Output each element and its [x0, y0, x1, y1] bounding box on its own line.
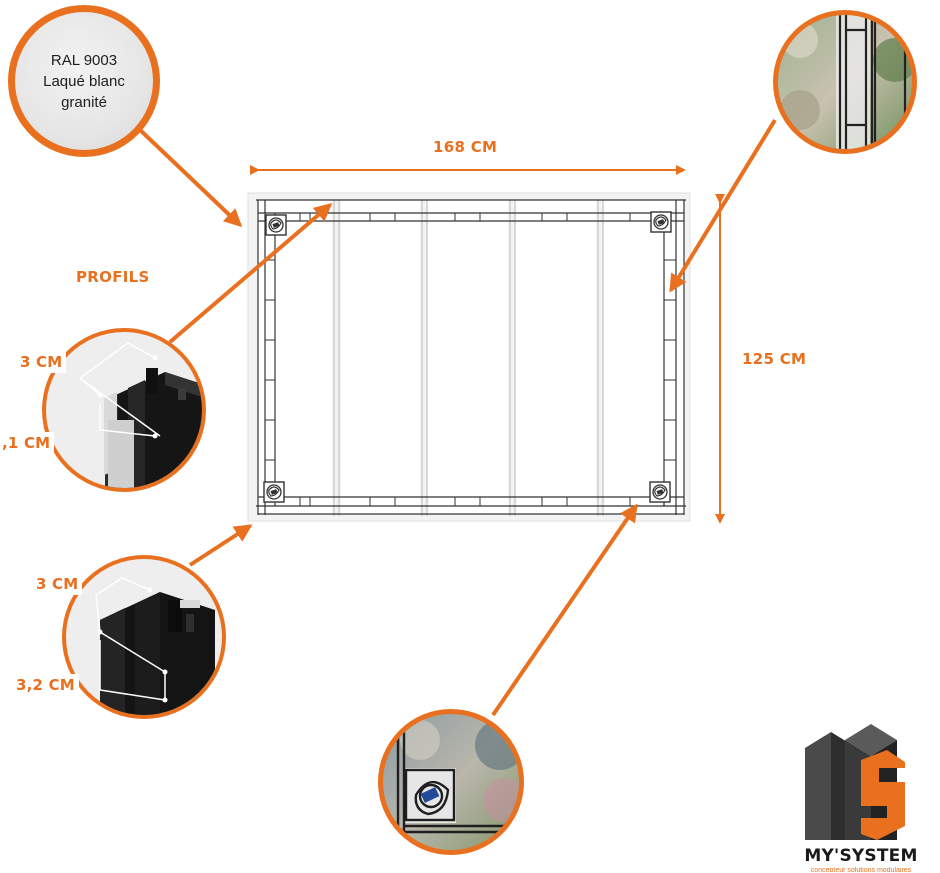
logo-blocks-icon [805, 724, 905, 840]
profile-1-height-label: ,1 CM [0, 432, 55, 454]
width-label: 168 CM [433, 138, 498, 156]
profile-2-depth-label: 3 CM [34, 573, 83, 595]
color-finish: Laqué blanc [43, 72, 125, 90]
brand-logo: MY'SYSTEM concepteur solutions modulaire… [786, 716, 936, 872]
color-code: RAL 9003 [50, 51, 118, 69]
profiles-title: PROFILS [76, 268, 150, 286]
color-texture: granité [61, 93, 107, 111]
grille-panel [247, 192, 691, 522]
profile-1-depth-label: 3 CM [18, 351, 67, 373]
height-label: 125 CM [742, 350, 807, 368]
corner-rosette [265, 214, 287, 236]
detail-photo-frame [773, 10, 917, 154]
profile-2-height-label: 3,2 CM [14, 674, 79, 696]
detail-photo-corner [378, 709, 524, 855]
brand-tagline: concepteur solutions modulaires [810, 867, 912, 872]
brand-name: MY'SYSTEM [804, 846, 918, 866]
profile-detail-2 [62, 555, 226, 719]
pointer-arrow [136, 126, 243, 228]
color-spec-badge: RAL 9003 Laqué blanc granité [8, 5, 160, 157]
